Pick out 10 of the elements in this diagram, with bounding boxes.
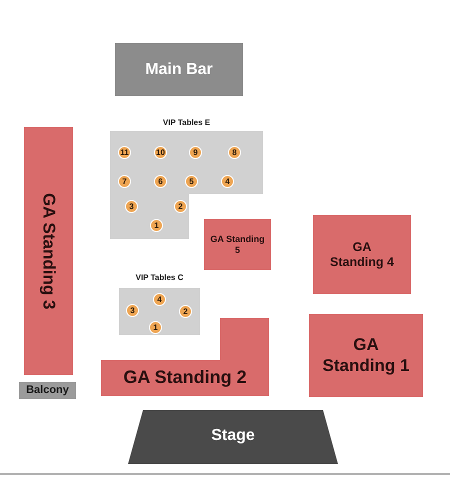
section-heading: VIP Tables C <box>134 273 184 282</box>
standing-section: GA Standing 4 <box>313 215 411 294</box>
section-heading: VIP Tables E <box>162 118 212 127</box>
standing-section: GA Standing 1 <box>309 314 423 397</box>
section-label: GA Standing 2 <box>122 367 248 388</box>
standing-section: GA Standing 5 <box>204 219 271 270</box>
stage-label: Stage <box>210 427 256 445</box>
section-label: GA Standing 3 <box>38 192 59 310</box>
bar-area: Main Bar <box>115 43 243 96</box>
balcony-section: Balcony <box>19 382 76 399</box>
